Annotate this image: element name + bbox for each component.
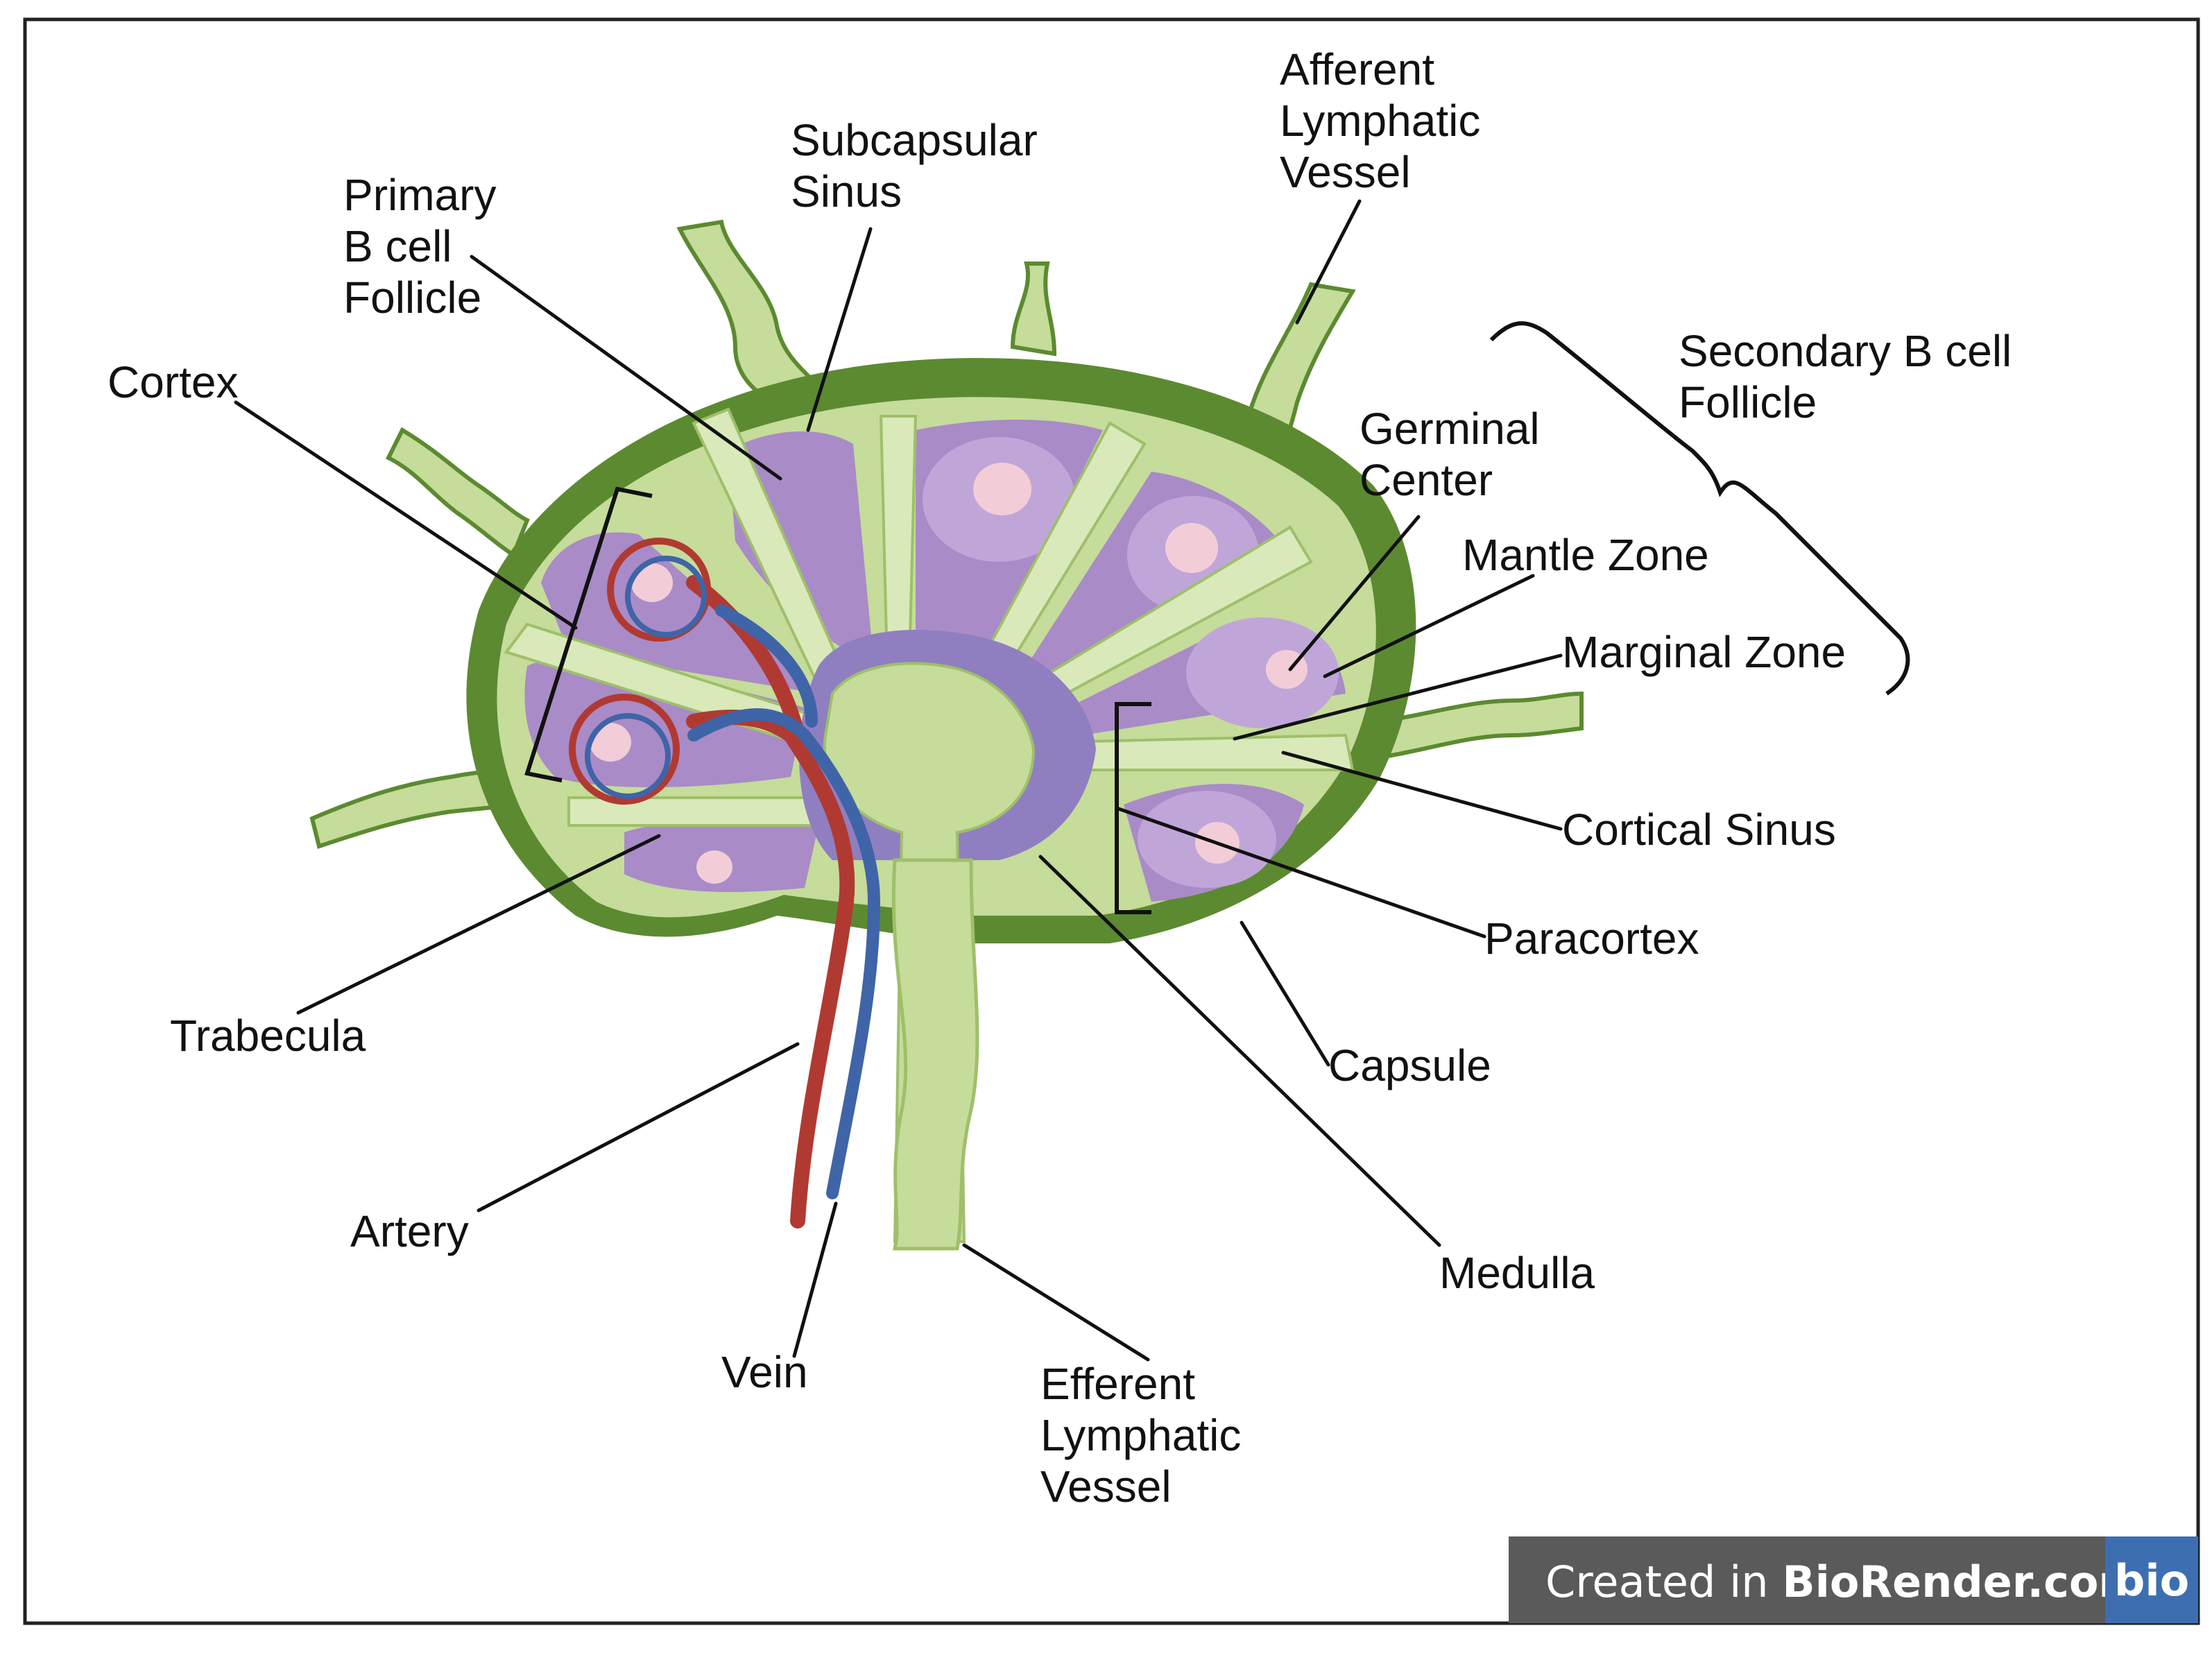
label-primary-line-2: B cell xyxy=(343,221,452,271)
afferent-vessel-2 xyxy=(1010,262,1057,357)
trabecula-6 xyxy=(567,796,820,827)
watermark-brand: BioRender.com xyxy=(1782,1557,2143,1607)
leader-subcapsular xyxy=(806,227,873,432)
label-capsule: Capsule xyxy=(1328,1040,1491,1090)
vein-shape xyxy=(687,604,881,1199)
watermark-prefix: Created in xyxy=(1545,1557,1782,1607)
blood-vessels xyxy=(569,538,881,1228)
label-mantle-zone: Mantle Zone xyxy=(1462,530,1709,580)
leader-paracortex xyxy=(1115,806,1486,939)
label-primary-line-1: Primary xyxy=(343,170,496,220)
afferent-vessel-6 xyxy=(1378,691,1584,759)
label-cortical-sinus: Cortical Sinus xyxy=(1562,805,1836,855)
label-cortex: Cortex xyxy=(108,357,239,407)
leader-capsule xyxy=(1240,920,1330,1067)
leader-vein xyxy=(792,1201,838,1358)
label-efferent-line-2: Lymphatic xyxy=(1040,1410,1241,1460)
watermark-background xyxy=(1509,1536,2105,1623)
label-germinal-line-1: Germinal xyxy=(1360,404,1540,454)
label-afferent-line-2: Lymphatic xyxy=(1280,96,1480,146)
secondary-follicle-brace xyxy=(1489,321,1910,696)
watermark-text: Created in BioRender.com xyxy=(1545,1557,2143,1607)
medulla-region xyxy=(799,630,1096,1251)
germinal-center-6 xyxy=(590,723,631,762)
artery-loop-2 xyxy=(569,694,680,805)
label-secondary-line-2: Follicle xyxy=(1679,377,1817,427)
leader-primary-follicle xyxy=(470,255,782,481)
logo-background xyxy=(2105,1536,2198,1623)
follicle-right-inner xyxy=(1186,617,1339,728)
leader-lines xyxy=(234,199,1563,1362)
label-germinal-center: Germinal Center xyxy=(1360,404,1552,505)
follicles xyxy=(524,420,1346,902)
label-primary-line-3: Follicle xyxy=(343,273,481,323)
leader-afferent xyxy=(1295,199,1362,325)
leader-cortical-sinus xyxy=(1281,751,1563,831)
label-efferent-line-1: Efferent xyxy=(1040,1359,1195,1409)
label-medulla: Medulla xyxy=(1439,1248,1595,1298)
germinal-center-2 xyxy=(1165,523,1218,573)
artery-loop-1 xyxy=(607,538,711,642)
labels: Afferent Lymphatic Vessel Subcapsular Si… xyxy=(108,44,2024,1511)
label-secondary-b-cell-follicle: Secondary B cell Follicle xyxy=(1679,326,2024,427)
germinal-center-5 xyxy=(631,563,673,602)
label-afferent-line-1: Afferent xyxy=(1280,44,1434,94)
leader-trabecula xyxy=(296,834,661,1015)
leader-efferent xyxy=(962,1243,1150,1362)
vein-loop-1 xyxy=(625,556,707,637)
leader-medulla xyxy=(1038,855,1441,1247)
label-secondary-line-1: Secondary B cell xyxy=(1679,326,2012,376)
label-paracortex: Paracortex xyxy=(1484,914,1699,963)
leader-marginal xyxy=(1233,653,1563,741)
label-efferent-line-3: Vessel xyxy=(1040,1462,1172,1511)
cortex-bracket xyxy=(524,486,653,782)
vein-loop-2 xyxy=(585,713,671,799)
leader-germinal xyxy=(1288,515,1421,671)
label-subcapsular-line-1: Subcapsular xyxy=(791,115,1038,165)
efferent-lymphatic-vessel-shape xyxy=(891,858,979,1251)
biorender-logo: bio xyxy=(2114,1555,2189,1606)
label-artery: Artery xyxy=(350,1206,469,1256)
biorender-watermark: Created in BioRender.com bio xyxy=(1509,1536,2198,1623)
label-subcapsular-line-2: Sinus xyxy=(791,166,902,216)
label-subcapsular-sinus: Subcapsular Sinus xyxy=(791,115,1050,216)
label-efferent-lymphatic-vessel: Efferent Lymphatic Vessel xyxy=(1040,1359,1253,1511)
germinal-center-7 xyxy=(696,850,732,884)
leader-mantle xyxy=(1323,574,1535,678)
label-germinal-line-2: Center xyxy=(1360,455,1493,505)
leader-cortex xyxy=(234,400,578,630)
trabecula-4 xyxy=(1053,733,1355,771)
label-primary-b-cell-follicle: Primary B cell Follicle xyxy=(343,170,508,323)
label-vein: Vein xyxy=(721,1347,808,1397)
label-trabecula: Trabecula xyxy=(170,1011,366,1061)
label-afferent-line-3: Vessel xyxy=(1280,147,1411,197)
germinal-center-1 xyxy=(973,463,1031,515)
label-marginal-zone: Marginal Zone xyxy=(1562,627,1846,677)
label-afferent-lymphatic-vessel: Afferent Lymphatic Vessel xyxy=(1280,44,1493,197)
leader-artery xyxy=(477,1042,800,1213)
artery-shape xyxy=(686,575,855,1228)
